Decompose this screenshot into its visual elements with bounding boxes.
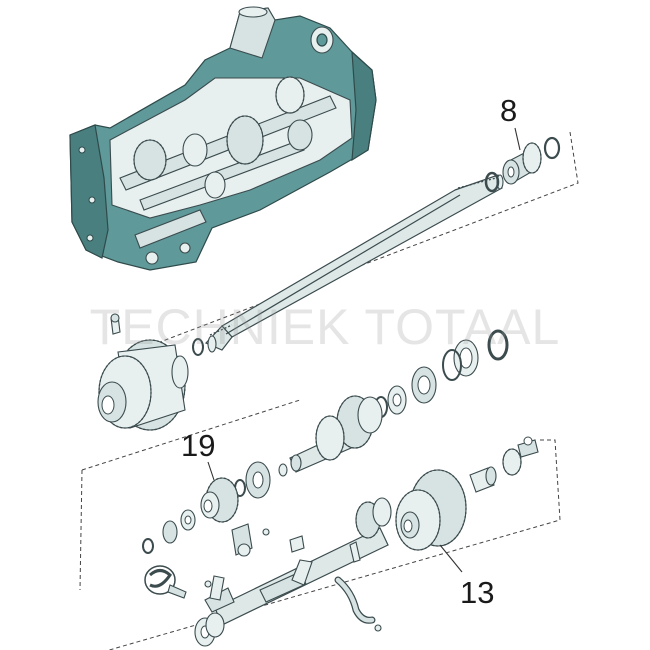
gearbox-housing — [69, 6, 377, 271]
callout-8: 8 — [500, 93, 518, 128]
main-shaft — [204, 174, 504, 353]
spring-clip — [144, 565, 187, 599]
bearing-set-lower — [469, 436, 539, 493]
shift-mechanism — [204, 523, 382, 638]
callout-13: 13 — [460, 575, 495, 610]
callout-19: 19 — [181, 428, 216, 463]
part-8-gear-assembly — [484, 127, 561, 193]
clutch-pack — [97, 313, 204, 431]
spacer-set-left — [142, 509, 196, 554]
bearing-set-upper — [374, 329, 509, 418]
part-19-gear — [200, 461, 239, 523]
counter-shaft — [234, 395, 383, 499]
part-13-gear-cluster — [395, 469, 467, 573]
